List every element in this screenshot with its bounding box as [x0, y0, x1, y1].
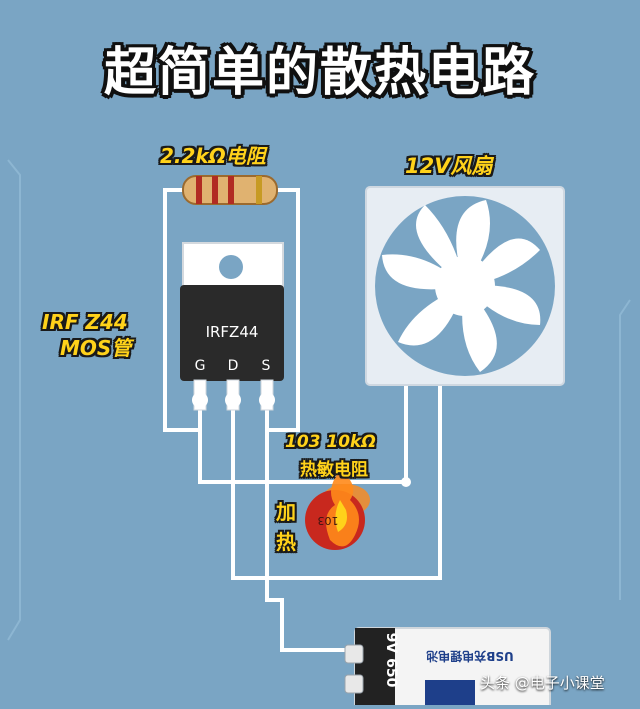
thermistor-10k	[305, 470, 370, 550]
thermistor-marking: 103	[318, 514, 339, 527]
mosfet-label-line2: MOS管	[60, 336, 132, 360]
thermistor-label-line1: 103 10kΩ	[285, 432, 376, 452]
background-decoration	[7, 159, 631, 641]
mosfet-irfz44	[180, 242, 284, 411]
thermistor-label-line2: 热敏电阻	[300, 460, 368, 480]
page-title: 超简单的散热电路	[103, 43, 536, 103]
resistor-label: 2.2kΩ电阻	[160, 144, 266, 168]
heat-label-line1: 加	[276, 500, 296, 524]
wire-drain-battery	[231, 378, 442, 580]
watermark: 头条 @电子小课堂	[480, 674, 605, 692]
battery-marking: 9V 650	[383, 633, 399, 688]
fan-12v	[365, 186, 565, 386]
battery-9v	[344, 627, 551, 709]
mosfet-label-line1: IRF Z44	[42, 310, 128, 334]
junction-dot	[401, 477, 411, 487]
pin-d-label: D	[228, 358, 239, 374]
heat-label-line2: 热	[276, 530, 296, 554]
wires	[163, 188, 442, 652]
mosfet-marking: IRFZ44	[206, 323, 259, 341]
resistor-2k2	[165, 175, 298, 205]
fan-label: 12V风扇	[405, 154, 493, 178]
pin-g-label: G	[195, 358, 206, 374]
battery-brand: USB充电锂电池	[426, 649, 514, 664]
pin-s-label: S	[262, 358, 271, 374]
wire-resistor-right	[265, 188, 300, 432]
